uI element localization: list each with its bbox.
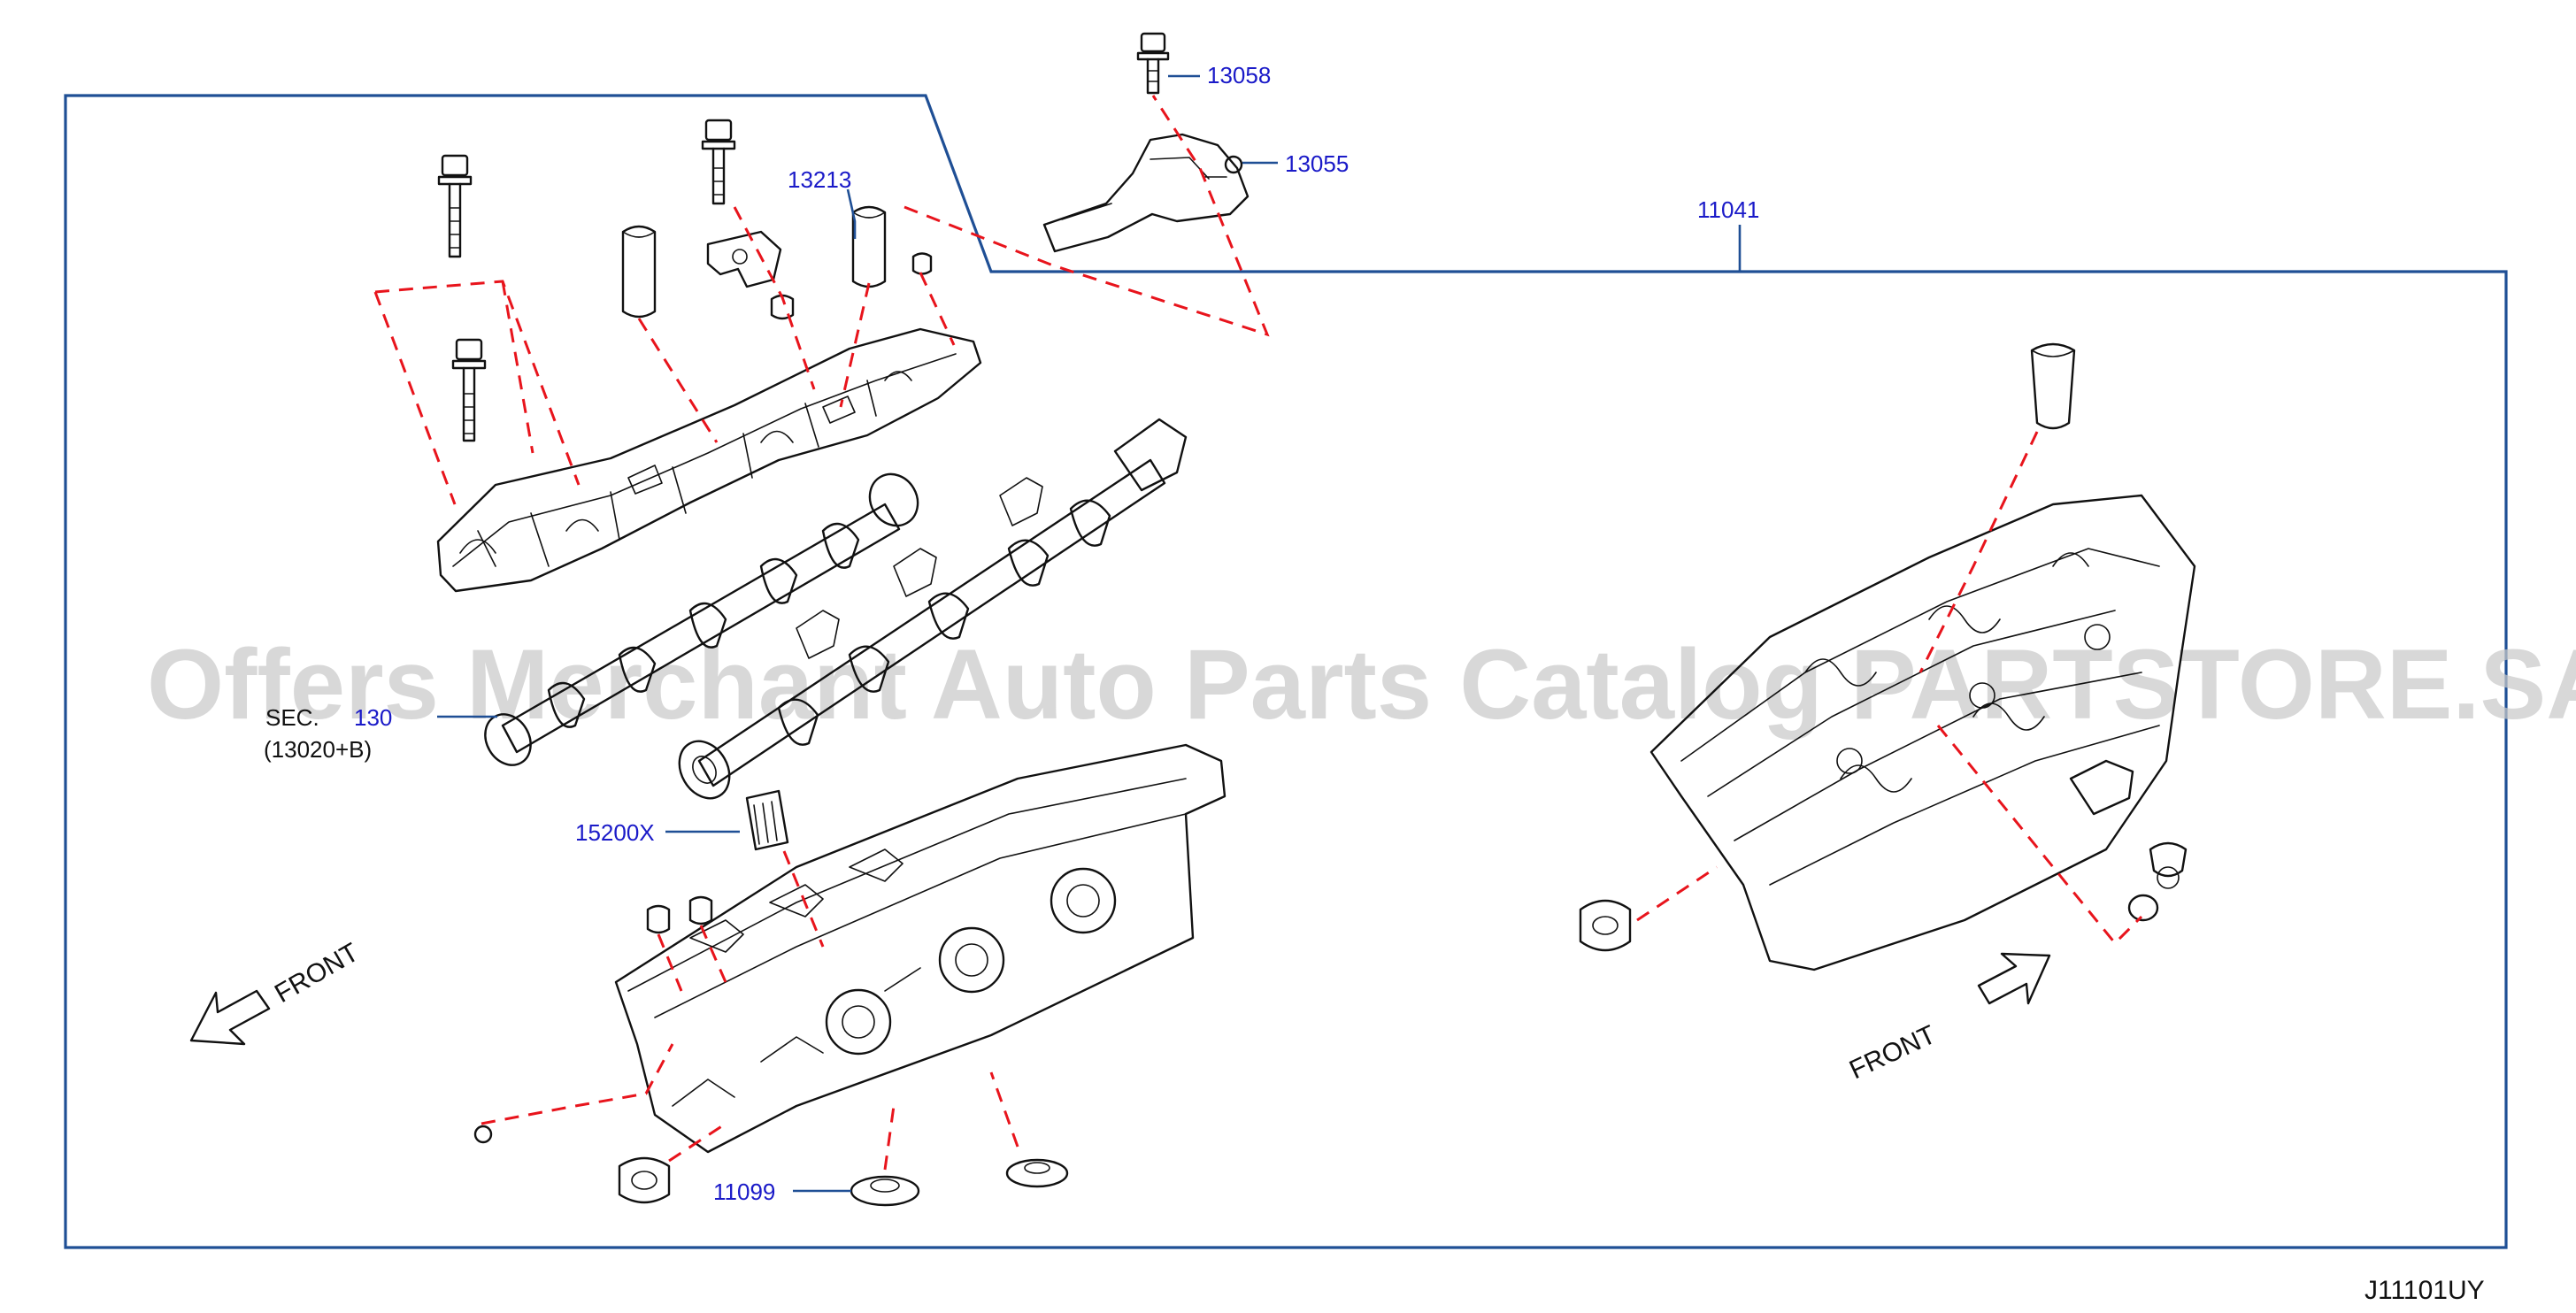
label-11041: 11041 bbox=[1697, 196, 1759, 223]
front-arrow-right: FRONT bbox=[1845, 952, 2051, 1086]
front-label-right: FRONT bbox=[1845, 1020, 1941, 1086]
label-sec-sub: (13020+B) bbox=[264, 736, 372, 763]
diagram-code: J11101UY bbox=[2365, 1276, 2485, 1305]
label-13213: 13213 bbox=[788, 166, 851, 193]
label-15200x: 15200X bbox=[575, 819, 655, 846]
assembly-guides bbox=[373, 95, 2143, 1171]
label-sec-number: 130 bbox=[354, 704, 392, 731]
label-leaders bbox=[437, 74, 1742, 1193]
bracket-bolts bbox=[437, 119, 933, 442]
assembly-border bbox=[64, 94, 2508, 1249]
front-label-left: FRONT bbox=[270, 938, 364, 1009]
camshaft-bracket bbox=[436, 327, 982, 593]
label-13055: 13055 bbox=[1285, 150, 1349, 177]
front-arrow-left: FRONT bbox=[189, 938, 364, 1046]
camshaft-cap bbox=[1042, 32, 1250, 253]
label-13058: 13058 bbox=[1207, 62, 1271, 88]
watermark: Offers Merchant Auto Parts Catalog PARTS… bbox=[147, 629, 2576, 740]
camshafts bbox=[484, 418, 1188, 800]
cylinder-head-left bbox=[473, 743, 1226, 1207]
label-11099: 11099 bbox=[713, 1179, 775, 1205]
label-sec-prefix: SEC. bbox=[265, 704, 319, 731]
cylinder-head-right bbox=[1579, 342, 2196, 971]
